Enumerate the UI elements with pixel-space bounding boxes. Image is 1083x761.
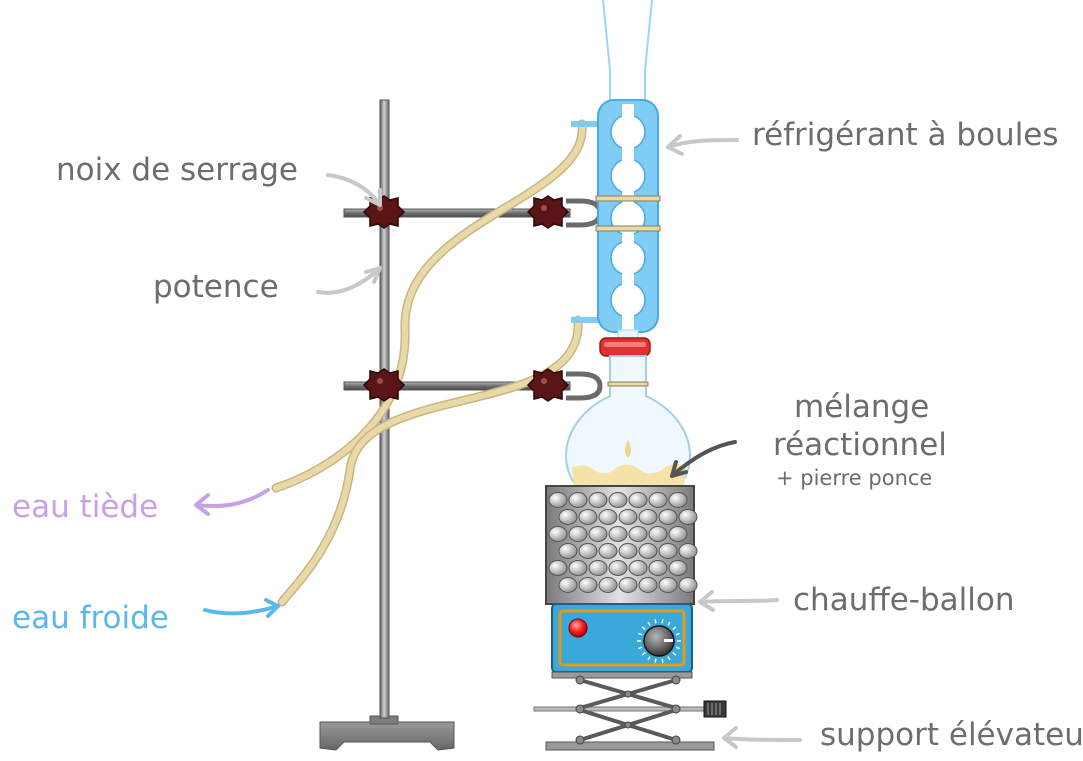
mantle-mesh-hole: [618, 543, 638, 559]
label-condenser: réfrigérant à boules: [752, 117, 1059, 153]
mantle-mesh-hole: [608, 560, 628, 576]
clamp-knobs: [362, 195, 570, 402]
mantle-mesh-hole: [578, 509, 598, 525]
mantle-mesh-hole: [588, 560, 608, 576]
mantle-mesh-hole: [628, 492, 648, 508]
mantle-mesh-hole: [608, 526, 628, 542]
mantle-mesh-hole: [558, 577, 578, 593]
dial-tick: [672, 651, 677, 656]
mantle-mesh-hole: [558, 509, 578, 525]
dial-tick: [641, 626, 646, 631]
mantle-mesh-hole: [668, 526, 688, 542]
dial-tick: [672, 626, 677, 631]
dial-tick: [661, 658, 664, 663]
mantle-mesh-hole: [568, 526, 588, 542]
temperature-dial: [637, 619, 681, 663]
mantle-mesh-hole: [548, 526, 568, 542]
mantle-mesh-hole: [628, 560, 648, 576]
mantle-mesh-hole: [648, 492, 668, 508]
mantle-mesh-hole: [678, 577, 698, 593]
dial-tick: [675, 632, 680, 636]
mantle-mesh-hole: [568, 560, 588, 576]
label-lab-jack: support élévateur: [820, 717, 1083, 753]
mantle-mesh-hole: [678, 543, 698, 559]
mantle-mesh-hole: [588, 492, 608, 508]
mantle-mesh-hole: [618, 577, 638, 593]
mantle-mesh-hole: [638, 543, 658, 559]
dial-tick: [661, 619, 664, 624]
mantle-mesh-hole: [568, 492, 588, 508]
label-mixture-line3: + pierre ponce: [776, 466, 933, 490]
label-water-out: eau tiède: [12, 489, 159, 525]
dial-tick: [654, 619, 657, 624]
dial-tick: [647, 621, 651, 626]
mantle-mesh-hole: [548, 560, 568, 576]
mantle-mesh-hole: [658, 509, 678, 525]
mantle-mesh-hole: [668, 560, 688, 576]
water-out-arrow: [194, 488, 270, 516]
mantle-mesh-hole: [618, 509, 638, 525]
mixture-arrow: [670, 440, 737, 478]
mantle-mesh-hole: [598, 543, 618, 559]
mantle-mesh-hole: [638, 577, 658, 593]
mantle-mesh-hole: [658, 577, 678, 593]
mantle-mesh-hole: [548, 492, 568, 508]
mantle-mesh-hole: [648, 560, 668, 576]
mantle-mesh-hole: [558, 543, 578, 559]
label-mixture-line1: mélange: [794, 389, 930, 425]
label-mixture-line2: réactionnel: [773, 427, 947, 463]
mantle-mesh-hole: [628, 526, 648, 542]
indicator-light: [568, 618, 588, 638]
mantle-mesh-hole: [598, 577, 618, 593]
mantle-mesh-hole: [648, 526, 668, 542]
mantle-mesh-hole: [608, 492, 628, 508]
mantle-mesh-hole: [678, 509, 698, 525]
dial-tick: [647, 656, 651, 661]
dial-tick: [667, 656, 671, 661]
mantle-mesh-hole: [598, 509, 618, 525]
leader-arrows: [316, 134, 802, 749]
heating-mantle: [545, 485, 698, 673]
dial-tick: [638, 646, 643, 650]
lab-jack: [533, 671, 727, 751]
dial-tick: [667, 621, 671, 626]
label-water-in: eau froide: [12, 600, 169, 636]
dial-tick: [638, 632, 643, 636]
label-clamp: noix de serrage: [56, 152, 298, 188]
mantle-mesh-hole: [638, 509, 658, 525]
label-heater: chauffe-ballon: [793, 582, 1015, 618]
mantle-mesh-hole: [668, 492, 688, 508]
dial-tick: [641, 651, 646, 656]
mantle-mesh-hole: [578, 543, 598, 559]
dial-tick: [675, 646, 680, 650]
dial-tick: [654, 658, 657, 663]
bulb-condenser: [595, 0, 661, 345]
mantle-mesh-hole: [658, 543, 678, 559]
mantle-mesh-hole: [588, 526, 608, 542]
label-stand: potence: [153, 269, 279, 305]
water-in-arrow: [203, 598, 280, 618]
mantle-mesh-hole: [578, 577, 598, 593]
